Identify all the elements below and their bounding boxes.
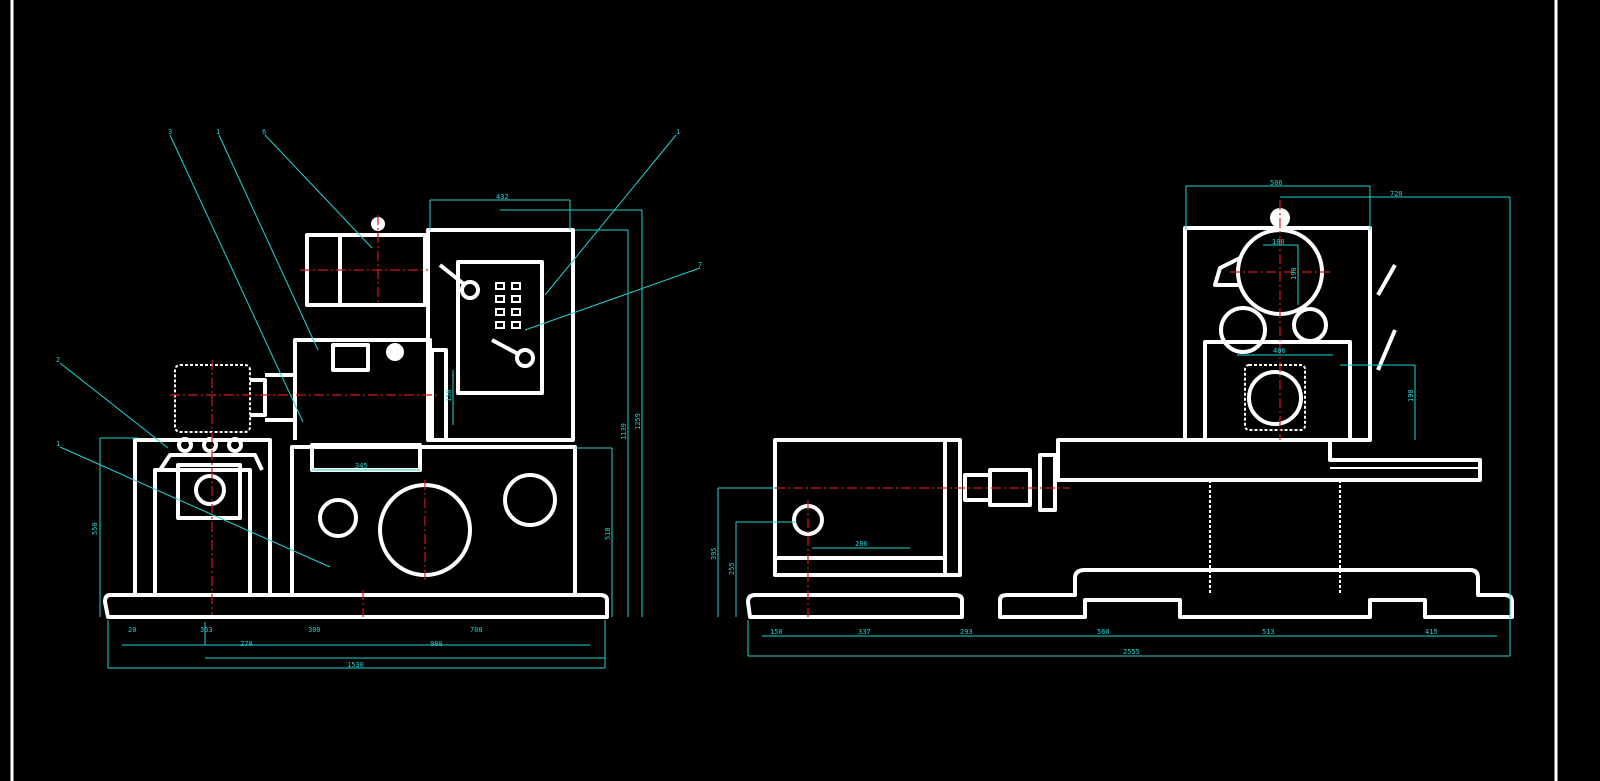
dim-270: 270 (240, 640, 253, 648)
side-table (1056, 438, 1482, 482)
side-lower-box (1203, 340, 1352, 442)
label-1b: 1 (676, 128, 680, 136)
side-view: 150 337 293 560 513 415 2555 586 720 100… (710, 179, 1514, 657)
dim-586: 586 (1270, 179, 1283, 187)
dim-518: 518 (604, 527, 612, 540)
dimension-lines (99, 199, 643, 669)
side-gear-1 (1219, 306, 1267, 354)
label-3: 3 (168, 128, 172, 136)
dim-1139: 1139 (620, 423, 628, 440)
dim-293: 293 (960, 628, 973, 636)
dim-720: 720 (1390, 190, 1403, 198)
control-panel (456, 260, 544, 395)
dim-337: 337 (858, 628, 871, 636)
dim-980: 980 (430, 640, 443, 648)
control-knob-2 (515, 348, 535, 368)
base-plate (103, 593, 609, 619)
lever-1 (438, 263, 467, 287)
label-6: 6 (262, 128, 266, 136)
dim-286: 286 (855, 540, 868, 548)
side-dimension-lines (717, 185, 1511, 657)
worm-housing (158, 453, 264, 520)
dim-255: 255 (728, 562, 736, 575)
dim-406: 406 (1273, 347, 1286, 355)
dim-1259: 1259 (634, 413, 642, 430)
dim-190b: 190 (1407, 389, 1415, 402)
slide-guide (430, 348, 448, 442)
dim-150: 150 (445, 389, 453, 402)
lever-2 (491, 338, 521, 357)
dim-415: 415 (1425, 628, 1438, 636)
side-gear-2 (1292, 307, 1328, 343)
control-box (426, 228, 575, 442)
label-7: 7 (698, 261, 702, 269)
bore-right (503, 473, 557, 527)
dim-345: 345 (355, 462, 368, 470)
label-2: 2 (56, 356, 60, 364)
side-lever-2 (1376, 329, 1397, 371)
side-head-guard (1213, 256, 1241, 287)
dim-1530: 1530 (347, 661, 364, 669)
coupling (250, 373, 297, 422)
dim-560: 560 (1097, 628, 1110, 636)
part-labels: 3 1 6 1 7 2 1 (56, 128, 702, 448)
dim-20: 20 (128, 626, 136, 634)
spindle-head (293, 338, 432, 472)
dim-100: 100 (1272, 238, 1285, 246)
panel-buttons (495, 282, 521, 329)
label-1c: 1 (56, 440, 60, 448)
side-lever-1 (1376, 264, 1397, 296)
label-1a: 1 (216, 128, 220, 136)
bore-small (318, 498, 358, 538)
leader-lines (59, 134, 701, 568)
dim-300: 300 (308, 626, 321, 634)
control-knob-1 (460, 280, 480, 300)
dim-395: 395 (710, 547, 718, 560)
dim-513: 513 (1262, 628, 1275, 636)
side-coupling (963, 453, 1057, 512)
head-window (331, 343, 370, 372)
dim-150: 150 (770, 628, 783, 636)
dim-432: 432 (496, 193, 509, 201)
dim-708: 708 (470, 626, 483, 634)
bolts (177, 437, 243, 453)
worm-gear (194, 474, 226, 506)
side-bed-base (998, 568, 1514, 619)
side-head (1183, 226, 1372, 442)
pedestal (133, 438, 272, 595)
gearbox-body (290, 445, 577, 595)
front-view: 3 1 6 1 7 2 1 20 363 300 708 270 980 153… (56, 128, 702, 669)
dim-2555: 2555 (1123, 648, 1140, 656)
dim-190a: 190 (1290, 267, 1298, 280)
side-motor-box (773, 438, 962, 577)
side-base-left (746, 593, 964, 619)
dim-550: 550 (91, 522, 99, 535)
head-knob (386, 343, 404, 361)
dim-363: 363 (200, 626, 213, 634)
side-spindle (1247, 370, 1303, 426)
